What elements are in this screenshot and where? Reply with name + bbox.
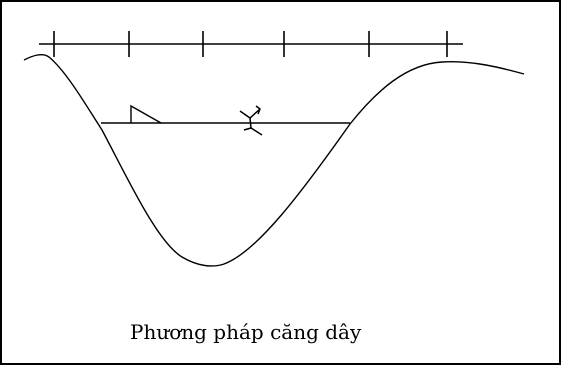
water-level-marker [130,104,162,124]
measuring-rope [39,31,463,57]
riverbed-profile [23,53,525,267]
flow-direction-symbol [239,105,263,136]
figure-caption: Phương pháp căng dây [130,320,362,344]
